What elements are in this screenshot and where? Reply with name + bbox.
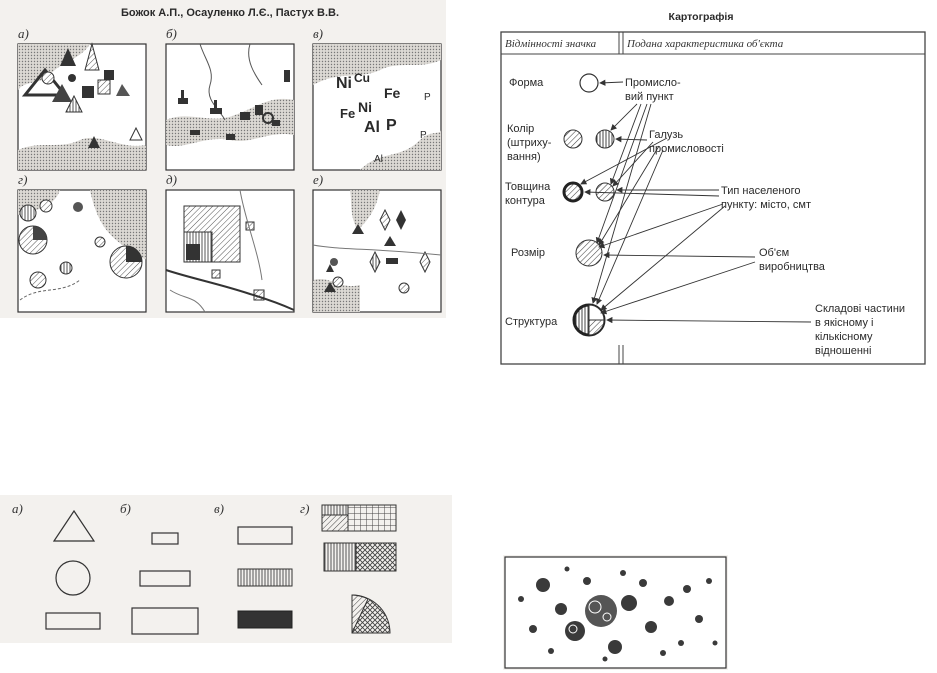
row-thickness-2: контура (505, 195, 546, 207)
map-letter-p-3: P (420, 130, 427, 141)
figure-sign-characteristics: Картографія Відмінності значка Подана ха… (497, 0, 933, 372)
shape-label-v: в) (214, 501, 224, 516)
map-label-d: д) (166, 172, 177, 187)
authors-header: Божок А.П., Осауленко Л.Є., Пастух В.В. (121, 7, 339, 19)
char-volume-2: виробництва (759, 261, 826, 273)
map-label-e: е) (313, 172, 323, 187)
shape-rect-large (131, 607, 199, 635)
shape-structured-rect-2 (323, 542, 397, 572)
symbol-thick-contour (562, 181, 584, 203)
col-header-differences: Відмінності значка (505, 38, 597, 50)
shape-triangle (52, 509, 96, 542)
map-letter-p-2: P (424, 92, 431, 103)
map-g (17, 189, 147, 313)
map-letter-ni-2: Ni (358, 99, 372, 115)
map-label-v: в) (313, 26, 323, 41)
shape-circle (55, 560, 91, 596)
shape-rect-dark (237, 610, 293, 629)
char-branch-1: Галузь (649, 129, 683, 141)
symbol-shapes-svg: а) б) в) г) (12, 501, 397, 635)
shape-structured-sector (351, 594, 391, 634)
symbol-form-circle (579, 73, 599, 93)
map-label-b: б) (166, 26, 177, 41)
figure-symbol-shapes: а) б) в) г) (0, 495, 452, 643)
dot-map-svg (504, 556, 727, 669)
shape-rect-medium (139, 570, 191, 587)
char-branch-2: промисловості (649, 143, 724, 155)
col-header-characteristic: Подана характеристика об'єкта (626, 38, 784, 50)
diagram-frame (500, 31, 926, 365)
symbol-color-a (563, 129, 583, 149)
shape-rect-plain (237, 526, 293, 545)
shape-rectangle (45, 612, 101, 630)
map-b (165, 43, 295, 171)
map-letter-fe-2: Fe (340, 106, 355, 121)
row-size: Розмір (511, 247, 545, 259)
char-components-2: в якісному і (815, 317, 874, 329)
dot-map-markers (518, 566, 718, 662)
char-components-1: Складові частини (815, 303, 905, 315)
map-label-a: а) (18, 26, 29, 41)
char-components-4: відношенні (815, 345, 871, 357)
shape-rect-small (151, 532, 179, 545)
map-letter-al: Al (364, 119, 380, 136)
map-letter-p: P (386, 117, 397, 134)
map-letter-al-2: Al (374, 154, 383, 165)
char-settlement-2: пункту: місто, смт (721, 199, 811, 211)
dot-map-rings (568, 600, 612, 634)
figure-dot-map (503, 555, 728, 670)
shape-structured-rect-1 (321, 504, 397, 532)
figure-map-examples: Божок А.П., Осауленко Л.Є., Пастух В.В. … (0, 0, 446, 318)
shape-label-b: б) (120, 501, 131, 516)
symbol-color-b (595, 129, 615, 149)
diagram-title: Картографія (669, 11, 734, 23)
row-color-2: (штриху- (507, 137, 552, 149)
char-industrial-2: вий пункт (625, 91, 674, 103)
symbol-size (575, 239, 603, 267)
row-thickness-1: Товщина (505, 181, 551, 193)
map-label-g: г) (18, 172, 27, 187)
row-color-3: вання) (507, 151, 541, 163)
row-color-1: Колір (507, 123, 534, 135)
map-e (312, 189, 442, 313)
diagram-arrows (580, 79, 812, 324)
shape-rect-hatched (237, 568, 293, 587)
row-structure: Структура (505, 316, 558, 328)
char-settlement-1: Тип населеного (721, 185, 800, 197)
map-v: Ni Cu Fe Fe Ni Al P P P Al (312, 43, 442, 171)
shape-label-a: а) (12, 501, 23, 516)
char-industrial-1: Промисло- (625, 77, 681, 89)
map-letter-fe: Fe (384, 85, 401, 101)
map-letter-cu: Cu (354, 71, 370, 85)
char-volume-1: Об'єм (759, 247, 789, 259)
map-d (165, 189, 295, 313)
map-a (17, 42, 147, 171)
map-letter-ni: Ni (336, 75, 352, 92)
symbol-structure (572, 303, 606, 337)
row-form: Форма (509, 77, 544, 89)
shape-label-g: г) (300, 501, 309, 516)
char-components-3: кількісному (815, 331, 873, 343)
map-examples-svg: Божок А.П., Осауленко Л.Є., Пастух В.В. … (17, 7, 442, 313)
sign-diagram-svg: Картографія Відмінності значка Подана ха… (500, 11, 926, 365)
